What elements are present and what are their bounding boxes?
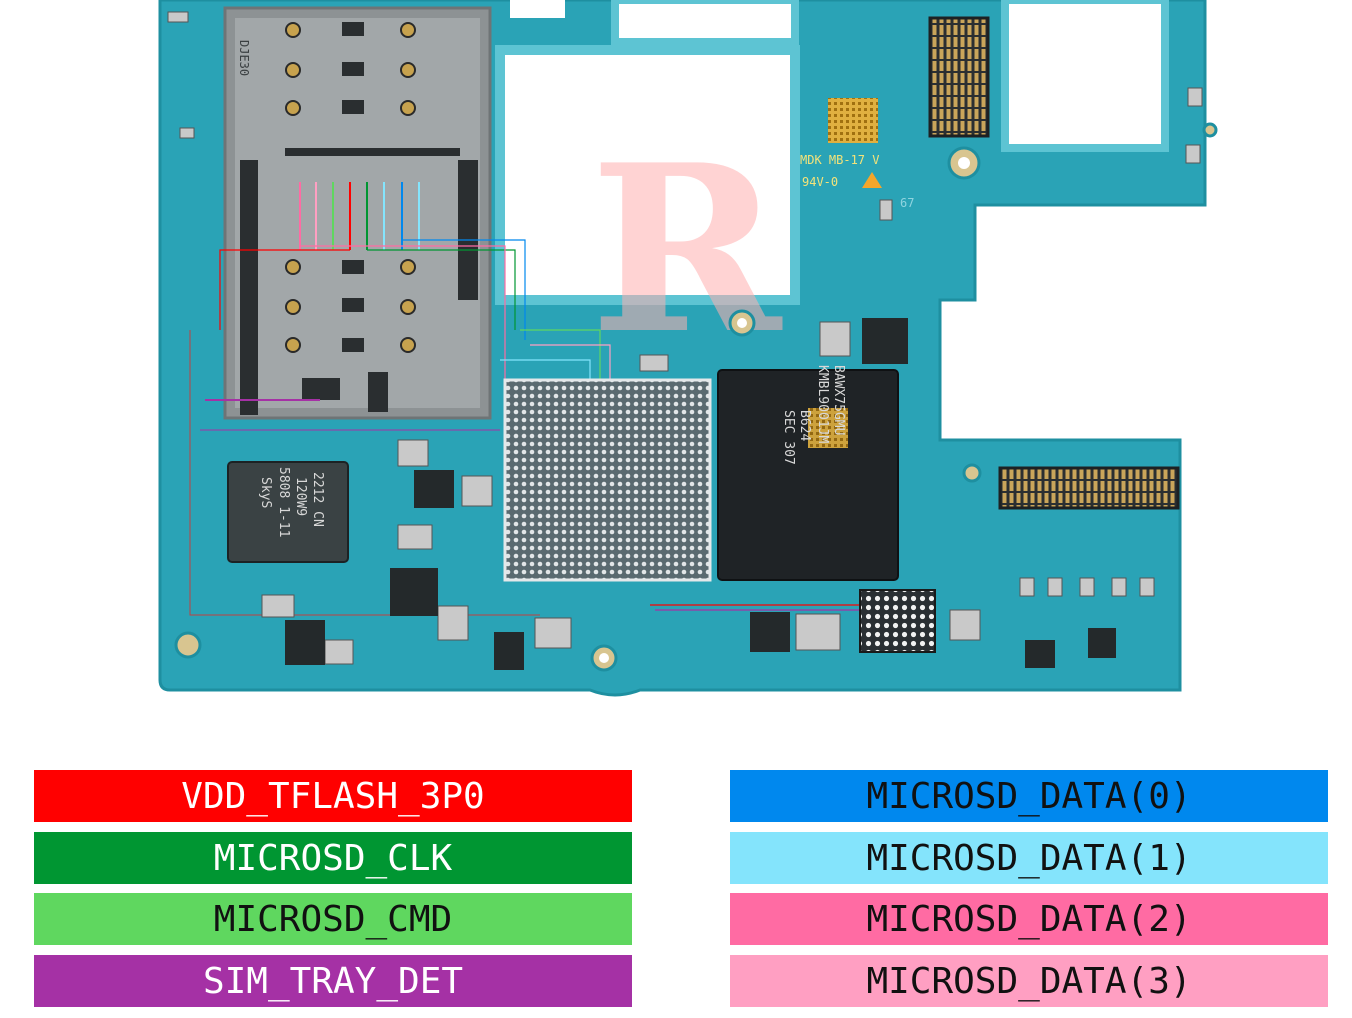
- tray-marking: DJE30: [237, 40, 251, 76]
- legend-label: MICROSD_DATA(0): [866, 775, 1192, 817]
- legend-item-microsd-data-1: MICROSD_DATA(1): [730, 832, 1328, 884]
- pa-chip-text: SkyS 5808 1-11 120W9 2212 CN: [258, 467, 325, 537]
- legend-label: VDD_TFLASH_3P0: [181, 775, 485, 817]
- silkscreen-model: MDK MB-17 V: [800, 153, 879, 167]
- legend-item-microsd-data-0: MICROSD_DATA(0): [730, 770, 1328, 822]
- passive-components: [167, 11, 1203, 665]
- pa-chip-line-2: 5808 1-11: [276, 467, 291, 537]
- tray-contact-pads: [285, 22, 416, 353]
- soc-bga-footprint: [503, 378, 712, 582]
- legend-item-microsd-cmd: MICROSD_CMD: [34, 893, 632, 945]
- memory-chip-line-2: B624: [797, 410, 812, 441]
- power-amplifier-chip: [227, 461, 349, 563]
- pcb-board-image: DJE30 R SEC 307 B624 KMBL9001JM BAWX75GM…: [158, 0, 1218, 697]
- qr-label: [828, 98, 878, 143]
- legend-label: MICROSD_DATA(2): [866, 898, 1192, 940]
- memory-chip-line-3: KMBL9001JM: [815, 365, 830, 443]
- legend-item-sim-tray-det: SIM_TRAY_DET: [34, 955, 632, 1007]
- memory-chip-line-4: BAWX75GMU: [831, 365, 846, 435]
- board-connector-right: [998, 466, 1180, 510]
- legend-label: MICROSD_DATA(3): [866, 960, 1192, 1002]
- warning-triangle-icon: [862, 172, 882, 188]
- legend-label: MICROSD_CLK: [213, 837, 453, 879]
- dark-components: [285, 318, 1116, 670]
- pa-chip-line-4: 2212 CN: [310, 472, 325, 527]
- board-cutout-4: [510, 0, 565, 18]
- memory-chip-text: SEC 307 B624 KMBL9001JM BAWX75GMU: [781, 365, 846, 465]
- pa-chip-line-1: SkyS: [258, 477, 273, 508]
- legend-item-microsd-data-2: MICROSD_DATA(2): [730, 893, 1328, 945]
- memory-chip-line-1: SEC 307: [781, 410, 796, 465]
- memory-chip: [717, 369, 899, 581]
- silkscreen-code: 67: [900, 196, 914, 210]
- board-cutout-2: [611, 0, 799, 46]
- watermark-logo: R: [590, 115, 783, 385]
- legend-label: MICROSD_CMD: [213, 898, 453, 940]
- small-bga-chip: [859, 589, 936, 653]
- legend-item-microsd-data-3: MICROSD_DATA(3): [730, 955, 1328, 1007]
- board-connector-top: [928, 16, 990, 138]
- board-cutout-3: [1001, 0, 1169, 152]
- legend-label: MICROSD_DATA(1): [866, 837, 1192, 879]
- pcb-board-svg: DJE30 R SEC 307 B624 KMBL9001JM BAWX75GM…: [158, 0, 1218, 697]
- pa-chip-line-3: 120W9: [293, 477, 308, 516]
- silkscreen-rating: 94V-0: [802, 175, 838, 189]
- board-cutout-1: [495, 45, 800, 305]
- legend-item-vdd-tflash: VDD_TFLASH_3P0: [34, 770, 632, 822]
- legend-label: SIM_TRAY_DET: [202, 960, 464, 1002]
- tray-slots: [240, 22, 478, 415]
- legend-item-microsd-clk: MICROSD_CLK: [34, 832, 632, 884]
